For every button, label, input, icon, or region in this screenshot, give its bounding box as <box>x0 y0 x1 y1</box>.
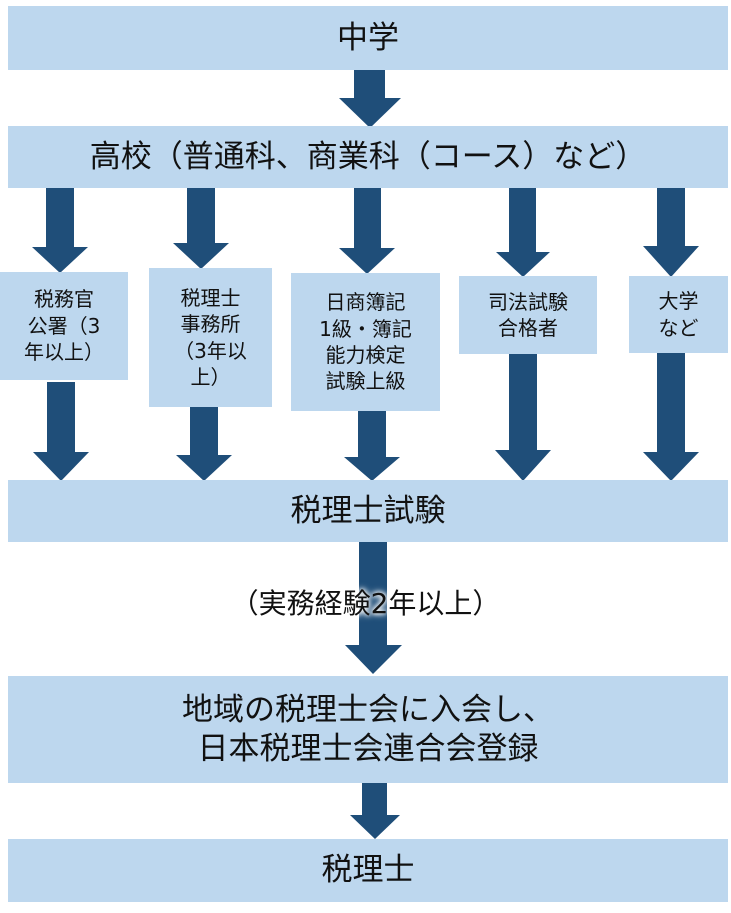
node-university-label: 大学 など <box>658 289 699 340</box>
node-high-school: 高校（普通科、商業科（コース）など） <box>8 126 728 188</box>
arrow-tax-office-to-exam <box>33 382 89 481</box>
node-exam-label: 税理士試験 <box>290 492 446 529</box>
arrow-registration-to-final <box>350 783 400 839</box>
experience-note: （実務経験2年以上） <box>230 587 501 620</box>
arrow-high-to-tax-office <box>32 188 88 273</box>
node-tax-office-label: 税務官 公署（3 年以上） <box>24 287 104 365</box>
node-tax-accountant-office-label: 税理士 事務所 （3年以 上） <box>174 285 247 389</box>
arrow-high-to-tax-accountant-office <box>173 188 229 269</box>
node-registration-line2: 日本税理士会連合会登録 <box>197 730 539 767</box>
node-bookkeeping: 日商簿記 1級・簿記 能力検定 試験上級 <box>291 273 440 411</box>
node-tax-accountant-office: 税理士 事務所 （3年以 上） <box>149 268 272 407</box>
node-tax-office: 税務官 公署（3 年以上） <box>0 272 128 380</box>
arrow-high-to-bookkeeping <box>339 188 395 274</box>
node-bar-exam-label: 司法試験 合格者 <box>488 289 568 340</box>
node-final-label: 税理士 <box>321 852 415 889</box>
node-middle-school: 中学 <box>8 6 728 70</box>
arrow-high-to-university <box>643 188 699 277</box>
arrow-middle-to-high <box>339 70 401 128</box>
node-registration: 地域の税理士会に入会し、 日本税理士会連合会登録 <box>8 676 728 783</box>
arrow-bar-exam-to-exam <box>495 354 551 481</box>
node-exam: 税理士試験 <box>8 480 728 542</box>
arrow-university-to-exam <box>643 353 699 481</box>
node-university: 大学 など <box>629 276 728 353</box>
arrow-bookkeeping-to-exam <box>344 411 400 481</box>
node-registration-line1: 地域の税理士会に入会し、 <box>182 691 554 728</box>
node-final: 税理士 <box>8 839 728 902</box>
node-bookkeeping-label: 日商簿記 1級・簿記 能力検定 試験上級 <box>319 290 412 394</box>
arrow-tax-accountant-office-to-exam <box>176 407 232 481</box>
node-bar-exam: 司法試験 合格者 <box>459 276 597 354</box>
node-high-school-label: 高校（普通科、商業科（コース）など） <box>89 138 647 175</box>
node-middle-school-label: 中学 <box>337 19 399 56</box>
arrow-high-to-bar-exam <box>496 188 550 277</box>
